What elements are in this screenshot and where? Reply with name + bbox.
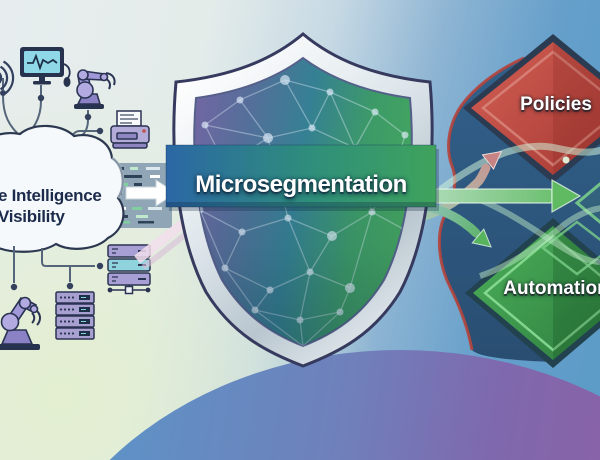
arrow-down-icon [419, 201, 492, 248]
printer-icon [110, 110, 150, 149]
cloud-connector-lines [10, 246, 104, 291]
wifi-icon [0, 60, 15, 96]
arrow-straight-icon [423, 178, 582, 214]
banner-label: Microsegmentation [195, 171, 407, 198]
mouse-icon [63, 77, 71, 87]
server-stack-icon [55, 291, 95, 340]
cloud-shape [0, 124, 125, 253]
policies-label: Policies [520, 94, 592, 115]
policies-diamond [463, 34, 600, 183]
automation-label: Automation [503, 278, 600, 299]
ecg-monitor-icon [20, 47, 71, 87]
cloud-label-line2: Visibility [0, 207, 65, 226]
robot-arm-icon [74, 69, 116, 109]
flow-ribbons [437, 142, 600, 279]
microsegmentation-banner [165, 144, 439, 211]
robot-arm-small-icon [0, 296, 41, 350]
bottom-blob [109, 350, 600, 460]
cloud-label-line1: e Intelligence [0, 186, 102, 205]
